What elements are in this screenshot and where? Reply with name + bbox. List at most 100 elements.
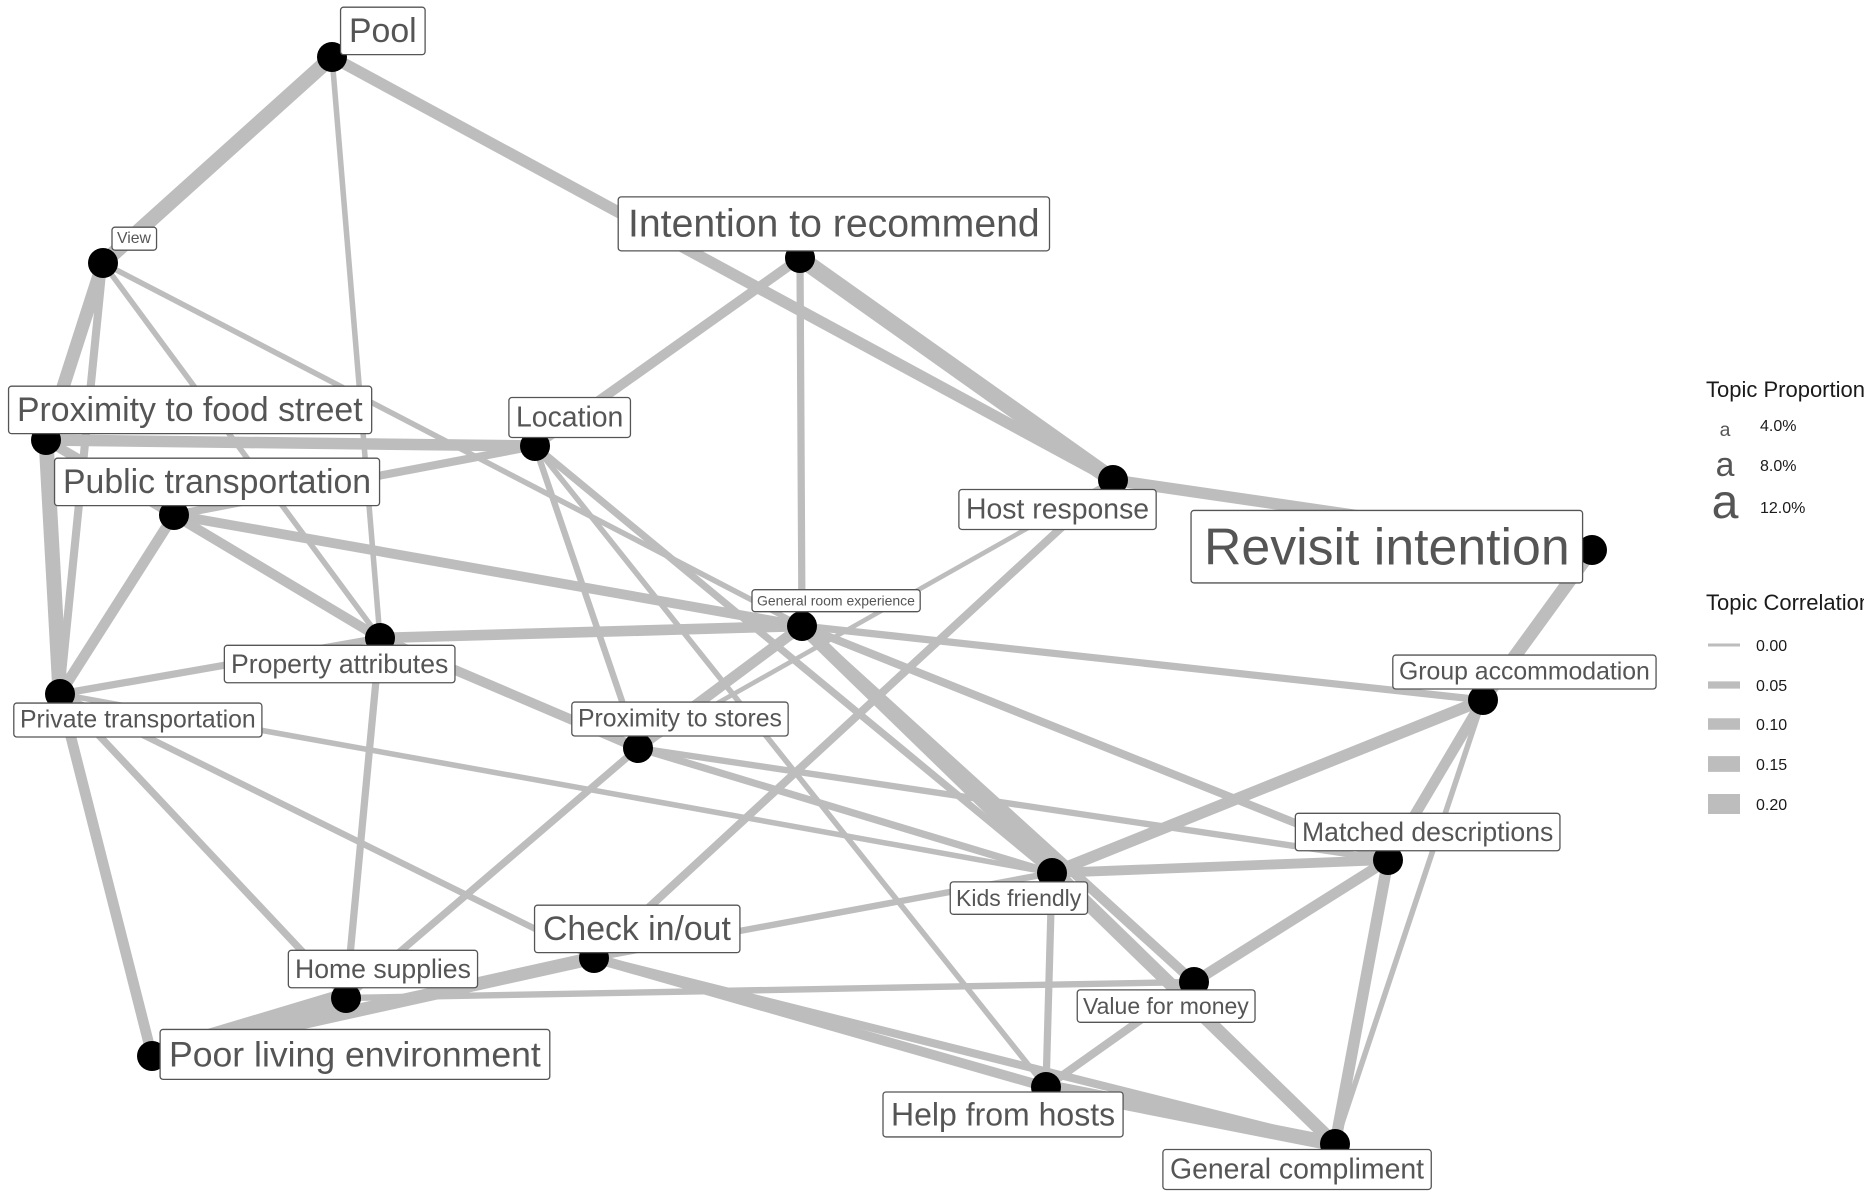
node-label-compliment: General compliment (1170, 1154, 1424, 1186)
label-box-poor (159, 1028, 551, 1081)
label-view: View (111, 226, 158, 251)
legend-correlation-label: 0.05 (1756, 678, 1787, 695)
node-view (88, 248, 118, 278)
node-revisit (1577, 535, 1607, 565)
edge-matched-kids (1051, 855, 1389, 878)
label-box-private (13, 702, 263, 738)
label-property: Property attributes (223, 644, 456, 684)
node-label-group: Group accommodation (1399, 659, 1650, 686)
node-label-value: Value for money (1083, 993, 1249, 1019)
node-location (520, 431, 550, 461)
legend-correlation-label: 0.15 (1756, 757, 1787, 774)
legend-proportion-label: 12.0% (1760, 500, 1805, 517)
edge-private-poor (54, 692, 158, 1058)
edge-home-value (345, 978, 1195, 1002)
node-label-food: Proximity to food street (17, 391, 363, 429)
node-label-kids: Kids friendly (956, 885, 1082, 911)
legend-correlation-item: 0.15 (1708, 756, 1787, 774)
label-general: General room experience (751, 589, 921, 613)
label-box-view (111, 226, 158, 251)
node-label-poor: Poor living environment (169, 1034, 541, 1074)
label-box-public (53, 457, 381, 507)
label-box-property (223, 644, 456, 684)
node-group (1468, 685, 1498, 715)
node-label-public: Public transportation (63, 463, 371, 501)
legend-proportion-glyph: a (1720, 419, 1731, 441)
label-box-matched (1294, 812, 1561, 852)
edge-private-home (57, 691, 349, 1001)
node-label-pool: Pool (349, 12, 417, 50)
label-value: Value for money (1076, 989, 1256, 1023)
node-label-view: View (117, 230, 152, 247)
edge-host-checkin (591, 477, 1116, 961)
label-host: Host response (958, 488, 1157, 531)
label-box-host (958, 488, 1157, 531)
node-label-general: General room experience (757, 593, 915, 609)
edge-stores-matched (637, 744, 1389, 864)
label-box-checkin (533, 904, 741, 954)
legend-correlation-item: 0.05 (1708, 678, 1787, 695)
edge-general-group (801, 622, 1484, 704)
legend-proportion-glyph: a (1716, 446, 1735, 484)
node-kids (1037, 858, 1067, 888)
label-box-general (751, 589, 921, 613)
label-private: Private transportation (13, 702, 263, 738)
label-box-kids (949, 881, 1089, 915)
node-home (331, 983, 361, 1013)
legend-correlation-item: 0.00 (1708, 638, 1787, 655)
node-pool (317, 42, 347, 72)
label-box-help (882, 1091, 1124, 1138)
legend-proportion-item: a 12.0% (1712, 475, 1806, 529)
edge-group-compliment (1332, 699, 1486, 1145)
node-private (45, 679, 75, 709)
label-box-stores (571, 701, 789, 737)
edge-group-kids (1049, 694, 1486, 879)
label-public: Public transportation (53, 457, 381, 507)
edge-stores-kids (636, 744, 1054, 877)
node-label-checkin: Check in/out (543, 910, 731, 948)
legend-correlation-item: 0.10 (1708, 717, 1787, 734)
edge-matched-compliment (1329, 858, 1394, 1146)
label-box-value (1076, 989, 1256, 1023)
label-checkin: Check in/out (533, 904, 741, 954)
edge-view-property (100, 261, 383, 640)
legend-correlation-title: Topic Correlation (1706, 590, 1864, 615)
edge-public-private (55, 512, 179, 697)
node-public (159, 500, 189, 530)
node-matched (1373, 845, 1403, 875)
node-host (1098, 465, 1128, 495)
nodes-layer (31, 42, 1607, 1159)
label-box-location (508, 396, 632, 439)
node-label-location: Location (516, 402, 623, 434)
label-stores: Proximity to stores (571, 701, 789, 737)
label-kids: Kids friendly (949, 881, 1089, 915)
label-box-intention (617, 196, 1051, 252)
label-box-group (1392, 654, 1657, 690)
label-pool: Pool (339, 6, 426, 56)
node-stores (623, 733, 653, 763)
node-label-stores: Proximity to stores (578, 706, 782, 733)
label-intention: Intention to recommend (617, 196, 1051, 252)
label-poor: Poor living environment (159, 1028, 551, 1081)
label-help: Help from hosts (882, 1091, 1124, 1138)
node-label-matched: Matched descriptions (1302, 817, 1553, 847)
label-location: Location (508, 396, 632, 439)
node-label-property: Property attributes (231, 649, 448, 679)
label-food: Proximity to food street (7, 385, 373, 435)
legend-proportion-glyph: a (1712, 475, 1739, 529)
edge-food-location (45, 434, 536, 452)
label-revisit: Revisit intention (1190, 509, 1584, 584)
legend-proportion-title: Topic Proportion (1706, 377, 1864, 402)
node-label-revisit: Revisit intention (1204, 518, 1570, 576)
label-matched: Matched descriptions (1294, 812, 1561, 852)
edge-pool-host (329, 51, 1116, 486)
edge-pool-property (329, 56, 383, 639)
label-group: Group accommodation (1392, 654, 1657, 690)
node-label-intention: Intention to recommend (628, 202, 1040, 245)
